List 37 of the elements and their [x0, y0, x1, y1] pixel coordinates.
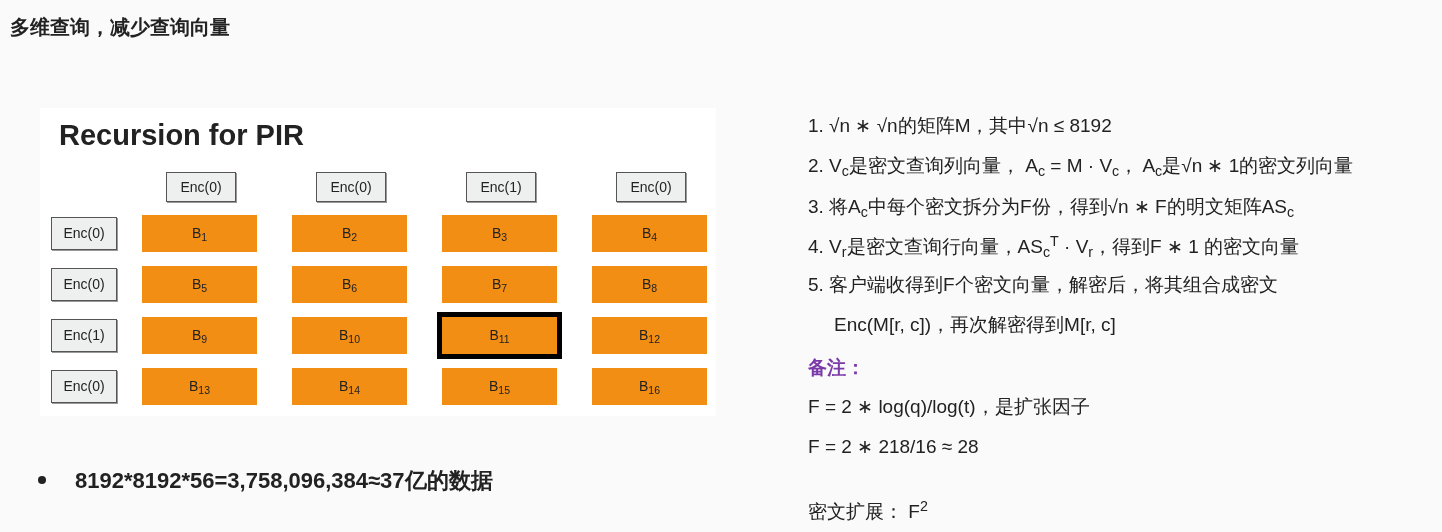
- step-text: 1. √n ∗ √n的矩阵M，其中√n ≤ 8192: [808, 114, 1112, 138]
- encrypted-selector-box: Enc(1): [466, 172, 536, 202]
- data-block-box: B$_{6}$: [292, 266, 407, 303]
- page-title: 多维查询，减少查询向量: [10, 15, 230, 40]
- formula-text: F = 2 ∗ 218/16 ≈ 28: [808, 435, 979, 459]
- panel: [40, 108, 716, 416]
- data-block-box: B$_{16}$: [592, 368, 707, 405]
- encrypted-selector-box: Enc(1): [51, 319, 117, 352]
- data-block-box: B$_{14}$: [292, 368, 407, 405]
- step-text: 5. 客户端收得到F个密文向量，解密后，将其组合成密文Enc(M[r, c])，再次解密得到M[r, c]: [808, 273, 1279, 337]
- data-block-box: B$_{10}$: [292, 317, 407, 354]
- encrypted-selector-box: Enc(0): [316, 172, 386, 202]
- bullet-text: 8192*8192*56=3,758,096,384≈37亿的数据: [75, 467, 493, 495]
- step-text: 3. 将A$_{c}$中每个密文拆分为F份，得到√n ∗ F的明文矩阵AS$_{c}$: [808, 195, 1295, 222]
- step-text: 2. V$_{c}$是密文查询列向量， A$_{c}$ = M · V$_{c}$， A$_{c}$是√n ∗ 1的密文列向量: [808, 154, 1354, 181]
- encrypted-selector-box: Enc(0): [51, 370, 117, 403]
- selected-block-box: B$_{11}$: [437, 312, 562, 359]
- data-block-box: B$_{8}$: [592, 266, 707, 303]
- data-block-box: B$_{7}$: [442, 266, 557, 303]
- data-block-box: B$_{13}$: [142, 368, 257, 405]
- data-block-box: B$_{2}$: [292, 215, 407, 252]
- formula-text: F = 2 ∗ log(q)/log(t)，是扩张因子: [808, 395, 1090, 419]
- data-block-box: B$_{1}$: [142, 215, 257, 252]
- note-heading: 备注：: [808, 356, 865, 380]
- data-block-box: B$_{9}$: [142, 317, 257, 354]
- encrypted-selector-box: Enc(0): [166, 172, 236, 202]
- data-block-box: B$_{4}$: [592, 215, 707, 252]
- panel-heading: Recursion for PIR: [59, 118, 304, 153]
- encrypted-selector-box: Enc(0): [51, 268, 117, 301]
- data-block-box: B$_{12}$: [592, 317, 707, 354]
- data-block-box: B$_{5}$: [142, 266, 257, 303]
- encrypted-selector-box: Enc(0): [51, 217, 117, 250]
- step-text: 4. V$_{r}$是密文查询行向量，AS$_{c}$$^{T}$ · V$_{r}$，得到F ∗ 1 的密文向量: [808, 233, 1300, 262]
- data-block-box: B$_{15}$: [442, 368, 557, 405]
- data-block-box: B$_{3}$: [442, 215, 557, 252]
- encrypted-selector-box: Enc(0): [616, 172, 686, 202]
- formula-text: 密文扩展： F$^{2}$: [808, 498, 928, 524]
